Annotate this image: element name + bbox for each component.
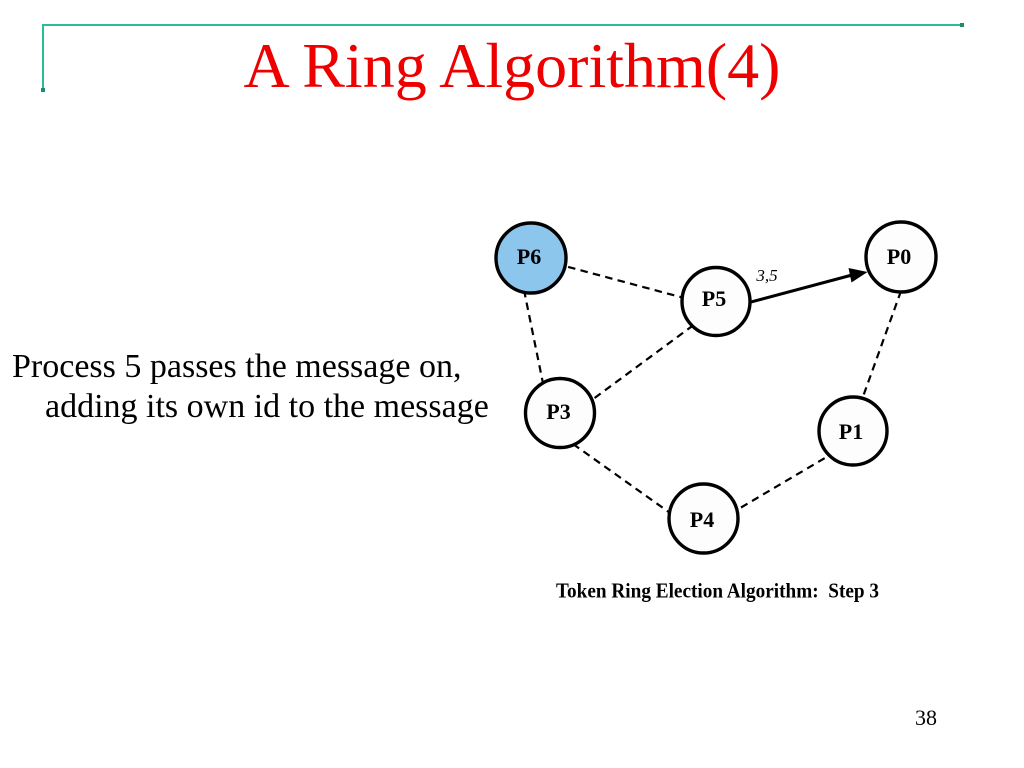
svg-text:P1: P1 [839,419,863,444]
svg-text:P4: P4 [690,507,714,532]
svg-text:P3: P3 [546,399,570,424]
svg-text:3,5: 3,5 [755,266,777,285]
svg-text:P5: P5 [702,286,726,311]
svg-text:P6: P6 [517,244,541,269]
svg-text:P0: P0 [887,244,911,269]
svg-text:Token Ring Election Algorithm:: Token Ring Election Algorithm: Step 3 [556,579,879,603]
